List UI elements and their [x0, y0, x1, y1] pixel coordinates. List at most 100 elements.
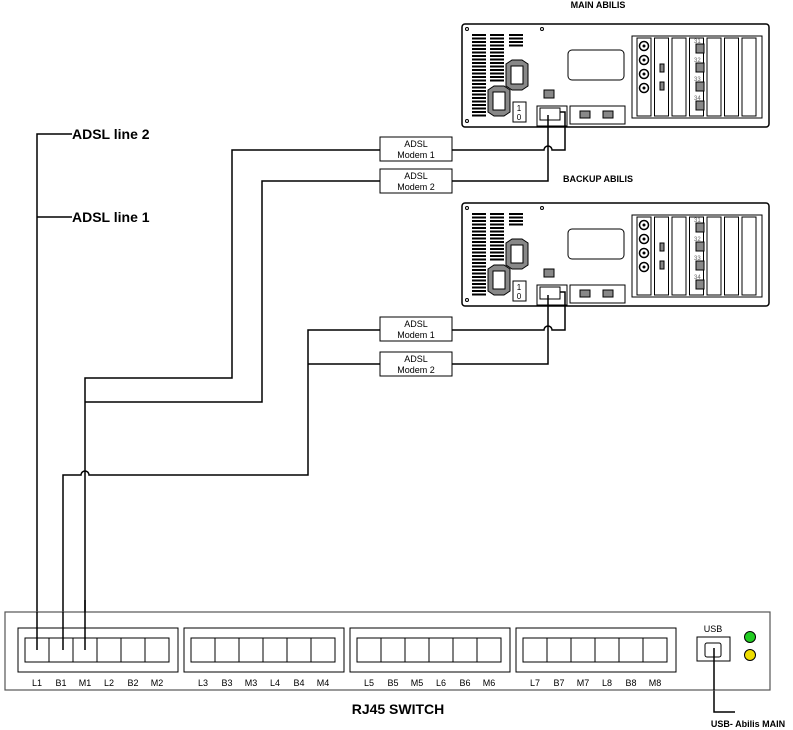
serial-ports	[569, 105, 626, 125]
rj45-port	[380, 637, 406, 663]
rj45-port	[310, 637, 336, 663]
rj45-port	[356, 637, 382, 663]
rj45-port	[594, 637, 620, 663]
port-label: M2	[151, 678, 164, 688]
adsl-line-2-label: ADSL line 2	[72, 126, 150, 142]
isdn-port	[695, 81, 705, 92]
port-label: L7	[530, 678, 540, 688]
wire-backup-modem1-device	[452, 291, 566, 331]
port-label: L1	[32, 678, 42, 688]
rj45-port	[262, 637, 288, 663]
port-label: M8	[649, 678, 662, 688]
rj45-port	[238, 637, 264, 663]
isdn-port	[695, 43, 705, 54]
isdn-port-label: 32	[694, 58, 701, 64]
modem-main-1: ADSL Modem 1	[379, 136, 453, 162]
main-abilis-device: 10 31 32 33 34	[461, 23, 770, 128]
usb-label: USB	[704, 624, 723, 634]
isdn-port-label: 34	[694, 96, 701, 102]
power-switch-on: 1	[517, 283, 522, 292]
modem-label: ADSL	[404, 319, 428, 329]
port-label: L5	[364, 678, 374, 688]
adsl-line-1-label: ADSL line 1	[72, 209, 150, 225]
rj45-port	[120, 637, 146, 663]
port-label: B1	[55, 678, 66, 688]
port-label: M3	[245, 678, 258, 688]
power-switch-off: 0	[517, 113, 522, 122]
power-switch-on: 1	[517, 104, 522, 113]
modem-label: Modem 1	[397, 330, 435, 340]
port-label: B8	[625, 678, 636, 688]
isdn-port-label: 31	[694, 218, 701, 224]
rj45-port	[618, 637, 644, 663]
rj45-port	[286, 637, 312, 663]
wire-main-modem1	[84, 149, 380, 650]
rj45-port	[522, 637, 548, 663]
backup-abilis-title: BACKUP ABILIS	[563, 174, 633, 184]
port-group: L7 B7 M7 L8 B8 M8	[515, 627, 677, 688]
rj45-port	[404, 637, 430, 663]
port-group: L3 B3 M3 L4 B4 M4	[183, 627, 345, 688]
port-label: B4	[293, 678, 304, 688]
modem-label: Modem 1	[397, 150, 435, 160]
rj45-port	[452, 637, 478, 663]
wire-backup-modem1	[62, 329, 380, 650]
modem-label: ADSL	[404, 171, 428, 181]
isdn-port	[695, 222, 705, 233]
led-green	[744, 631, 756, 643]
isdn-port	[695, 260, 705, 271]
main-abilis-title: MAIN ABILIS	[571, 0, 626, 10]
rj45-port	[48, 637, 74, 663]
modem-label: ADSL	[404, 354, 428, 364]
rj45-port	[546, 637, 572, 663]
wire-backup-modem2-device	[452, 295, 549, 365]
rj45-port	[570, 637, 596, 663]
wire-main-modem2-device	[452, 115, 549, 182]
port-label: L3	[198, 678, 208, 688]
serial-ports	[569, 284, 626, 304]
port-label: L4	[270, 678, 280, 688]
port-label: L6	[436, 678, 446, 688]
port-label: M7	[577, 678, 590, 688]
power-switch-off: 0	[517, 292, 522, 301]
rj45-port	[96, 637, 122, 663]
modem-label: Modem 2	[397, 182, 435, 192]
port-label: M6	[483, 678, 496, 688]
usb-icon	[704, 642, 722, 658]
port-label: M4	[317, 678, 330, 688]
modem-backup-2: ADSL Modem 2	[379, 351, 453, 377]
isdn-port-label: 31	[694, 39, 701, 45]
wire-main-modem2	[85, 180, 380, 403]
rj45-port	[190, 637, 216, 663]
modem-label: Modem 2	[397, 365, 435, 375]
rj45-port	[476, 637, 502, 663]
modem-backup-1: ADSL Modem 1	[379, 316, 453, 342]
port-label: L8	[602, 678, 612, 688]
port-label: B6	[459, 678, 470, 688]
port-label: L2	[104, 678, 114, 688]
adsl-line-wire	[36, 133, 72, 650]
wire-main-modem1-device	[452, 111, 566, 151]
modem-label: ADSL	[404, 139, 428, 149]
rj45-port	[642, 637, 668, 663]
port-label: B7	[553, 678, 564, 688]
isdn-port-label: 33	[694, 256, 701, 262]
isdn-port-label: 34	[694, 275, 701, 281]
isdn-port-label: 33	[694, 77, 701, 83]
rj45-port	[214, 637, 240, 663]
isdn-port-label: 32	[694, 237, 701, 243]
isdn-port	[695, 279, 705, 290]
port-label: M5	[411, 678, 424, 688]
backup-abilis-device: 10 31 32 33 34	[461, 202, 770, 307]
isdn-port	[695, 241, 705, 252]
modem-main-2: ADSL Modem 2	[379, 168, 453, 194]
port-label: B3	[221, 678, 232, 688]
rj45-port	[144, 637, 170, 663]
usb-caption: USB- Abilis MAIN	[711, 719, 785, 729]
switch-title: RJ45 SWITCH	[352, 701, 445, 717]
rj45-port	[428, 637, 454, 663]
isdn-port	[695, 100, 705, 111]
